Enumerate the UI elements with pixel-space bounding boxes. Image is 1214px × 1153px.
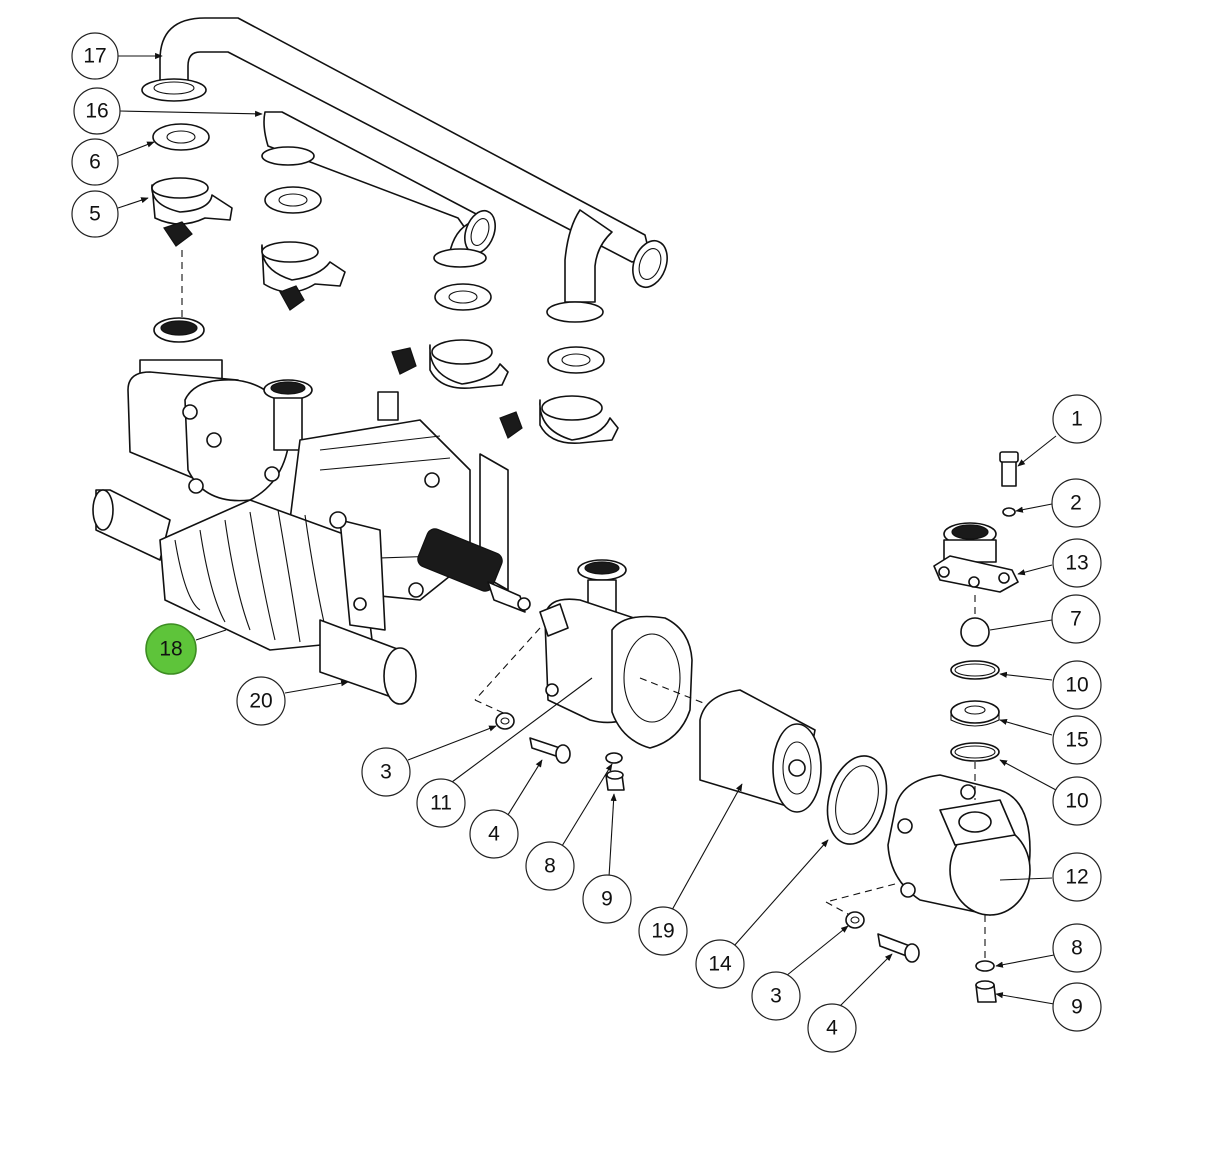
bolt-4-left [529,737,571,764]
callout-8-left[interactable]: 8 [525,841,575,891]
washer-3-right [845,911,865,929]
callout-12[interactable]: 12 [1052,852,1102,902]
oring-10-upper [950,660,1000,680]
callout-5[interactable]: 5 [71,190,119,238]
callout-3-right[interactable]: 3 [751,971,801,1021]
body-11 [474,559,707,749]
callout-4-right[interactable]: 4 [807,1003,857,1053]
filter-19 [699,689,822,813]
drive-20 [319,619,417,705]
shaft-spring [417,528,531,613]
clamp-right-1 [499,395,619,444]
callout-2[interactable]: 2 [1051,478,1101,528]
seat-15 [950,700,1000,727]
callout-16[interactable]: 16 [73,87,121,135]
callout-13[interactable]: 13 [1052,538,1102,588]
callout-6[interactable]: 6 [71,138,119,186]
callout-3-left[interactable]: 3 [361,747,411,797]
valve-cap-13 [933,522,1019,593]
callout-15[interactable]: 15 [1052,715,1102,765]
oring-2 [1002,507,1016,517]
plug-9-left [605,770,625,791]
callout-9-right[interactable]: 9 [1052,982,1102,1032]
callout-10-upper[interactable]: 10 [1052,660,1102,710]
callout-20[interactable]: 20 [236,676,286,726]
callout-1[interactable]: 1 [1052,394,1102,444]
bolt-4-right [877,933,920,963]
callout-19[interactable]: 19 [638,906,688,956]
clamp-mid-2 [391,339,509,389]
callout-7[interactable]: 7 [1051,594,1101,644]
seal-14 [826,755,888,845]
leader-lines [117,52,1057,1007]
return-pipe-16 [261,111,496,268]
housing-12 [825,774,1031,960]
callout-8-right[interactable]: 8 [1052,923,1102,973]
clamp-5 [151,177,233,247]
gasket-mid-1 [264,186,322,214]
callout-10-lower[interactable]: 10 [1052,776,1102,826]
clamp-mid-1 [261,241,346,311]
oring-8-left [605,752,623,764]
callout-9-left[interactable]: 9 [582,874,632,924]
washer-3-left [495,712,515,730]
callout-18[interactable]: 18 [145,623,197,675]
gasket-6 [152,123,210,151]
callout-17[interactable]: 17 [71,32,119,80]
plug-9-right [975,980,997,1003]
screw-1 [999,451,1019,487]
gasket-right-1 [547,346,605,374]
return-pipe-17 [141,17,668,323]
callout-4-left[interactable]: 4 [469,809,519,859]
callout-11[interactable]: 11 [416,778,466,828]
callout-14[interactable]: 14 [695,939,745,989]
motor-18 [92,489,386,651]
gasket-mid-2 [434,283,492,311]
oring-8-right [975,960,995,972]
oring-10-lower [950,742,1000,762]
ball-7 [960,617,990,647]
